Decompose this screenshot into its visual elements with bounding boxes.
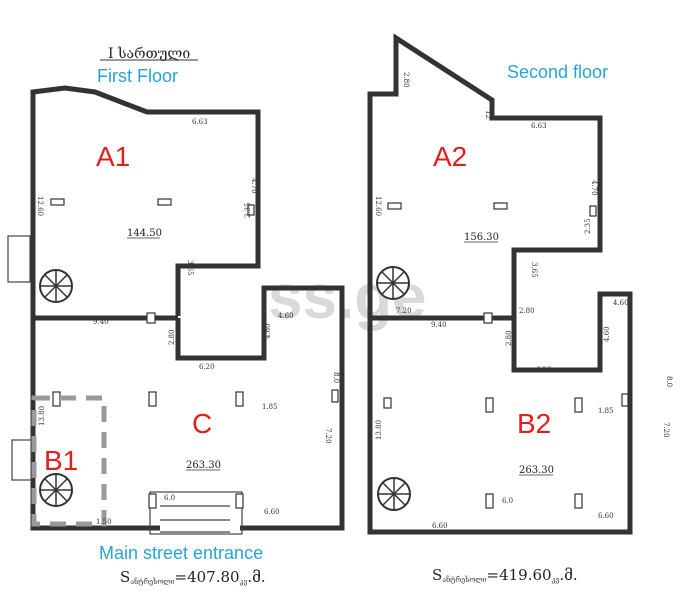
dim-label: 13.80 xyxy=(38,406,46,426)
dim-label: 8.0 xyxy=(665,376,673,387)
first-floor-total: Sანტრესოლი=407.80კვ.მ. xyxy=(120,568,266,586)
second-floor-total: Sანტრესოლი=419.60კვ.მ. xyxy=(432,566,578,584)
dim-label: 7.20 xyxy=(662,422,670,438)
vent-fan-icon xyxy=(39,473,73,507)
column xyxy=(157,198,172,206)
second-floor-wall xyxy=(367,33,633,535)
dim-label: 3.65 xyxy=(530,262,538,278)
dim-label: 1.50 xyxy=(96,518,112,526)
dim-label: 9.40 xyxy=(431,321,447,329)
area-a2: 156.30 xyxy=(464,232,499,243)
column xyxy=(247,204,255,216)
column xyxy=(52,391,61,407)
area-c: 263.30 xyxy=(186,460,221,471)
area-a1: 144.50 xyxy=(127,228,162,239)
column xyxy=(235,391,244,407)
side-door-bottom xyxy=(11,439,33,481)
dim-label: 6.63 xyxy=(531,122,547,130)
dim-label: 6.60 xyxy=(264,508,280,516)
dim-label: 12.60 xyxy=(374,196,382,216)
zone-c-label: C xyxy=(192,408,212,439)
dim-label: 6.63 xyxy=(192,118,208,126)
dim-label: 1.85 xyxy=(598,407,614,415)
georgian-floor-title: I სართული xyxy=(108,45,190,62)
dim-label: 9.40 xyxy=(93,318,109,326)
column xyxy=(485,397,494,413)
dim-label: 7.20 xyxy=(324,428,332,444)
column xyxy=(589,205,597,217)
column xyxy=(621,393,629,407)
column xyxy=(387,202,402,210)
dim-label: 7.20 xyxy=(396,307,412,315)
dim-label: 6.60 xyxy=(432,522,448,530)
dim-label: 2.80 xyxy=(402,72,410,88)
dim-label: 4.60 xyxy=(278,312,294,320)
dim-label: 3.65 xyxy=(186,260,194,276)
column xyxy=(383,397,392,409)
column xyxy=(148,391,157,407)
second-floor-plan: Second floor A2 B2 xyxy=(367,33,673,584)
area-b2: 263.30 xyxy=(519,465,554,476)
column xyxy=(50,198,65,206)
first-floor-label: First Floor xyxy=(97,66,178,86)
column xyxy=(483,312,493,324)
dim-label: 4.60 xyxy=(613,299,629,307)
second-floor-label: Second floor xyxy=(507,62,608,82)
zone-b1-boundary xyxy=(31,395,107,527)
dim-label: 8.0 xyxy=(332,372,340,383)
zone-b1-label: B1 xyxy=(44,445,78,476)
room-c-wall-bottom xyxy=(30,285,345,531)
dim-label: 2.80 xyxy=(505,330,513,346)
dim-label: 6.0 xyxy=(164,494,175,502)
zone-a2-label: A2 xyxy=(433,141,467,172)
column xyxy=(485,493,494,509)
entrance-stair xyxy=(149,491,243,535)
dim-label: 12.60 xyxy=(36,196,44,216)
vent-fan-icon xyxy=(376,266,410,300)
room-a1-wall xyxy=(30,85,261,320)
dim-label: 13.80 xyxy=(375,420,383,440)
column xyxy=(574,397,583,413)
column xyxy=(146,312,156,324)
dim-label: 12 xyxy=(484,110,492,119)
column xyxy=(235,493,244,509)
dim-label: 2.80 xyxy=(519,307,535,315)
dim-label: 6.60 xyxy=(598,512,614,520)
dim-label: 4.60 xyxy=(264,323,272,339)
zone-a1-label: A1 xyxy=(96,141,130,172)
dim-label: 1.85 xyxy=(262,403,278,411)
column xyxy=(574,493,583,509)
first-floor-plan: I სართული First Floor xyxy=(7,45,345,586)
column xyxy=(148,493,157,509)
vent-fan-icon xyxy=(39,269,73,303)
vent-fan-icon xyxy=(377,477,411,511)
dim-label: 2.80 xyxy=(168,329,176,345)
side-door-top xyxy=(7,235,31,283)
column xyxy=(331,389,339,403)
dim-label: 6.20 xyxy=(199,363,215,371)
dim-label: 4.60 xyxy=(603,326,611,342)
dim-label: 2.35 xyxy=(584,218,592,234)
dim-label: 6.20 xyxy=(536,366,552,374)
column xyxy=(493,202,508,210)
dim-label: 4.70 xyxy=(590,180,598,196)
dim-label: 6.0 xyxy=(502,497,513,505)
dim-label: 4.70 xyxy=(250,178,258,194)
main-entrance-label: Main street entrance xyxy=(99,543,263,563)
zone-b2-label: B2 xyxy=(517,408,551,439)
dim-label: 2.35 xyxy=(244,202,252,218)
